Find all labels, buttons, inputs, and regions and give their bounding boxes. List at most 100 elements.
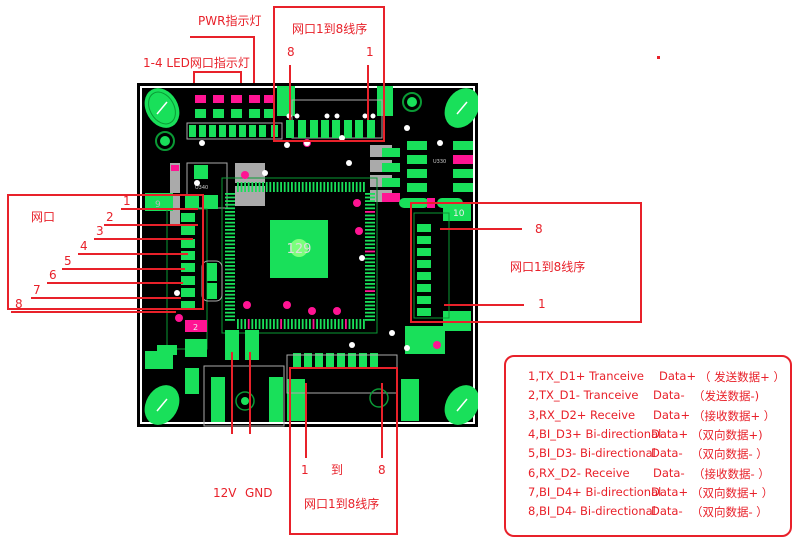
legend-row: 2,TX_D1- Tranceive Data- （发送数据-) [528,388,759,403]
left-port-leader-7 [31,297,181,299]
top-port-box [273,6,385,142]
u330-area: U330 [370,141,473,208]
gnd-label: GND [245,486,273,500]
pwr-led-label: PWR指示灯 [198,14,262,28]
left-port-pin-6: 6 [49,268,57,282]
via [355,227,363,235]
legend-data-polarity: Data+ [651,484,689,499]
right-port-box [410,202,642,323]
legend-data-polarity: Data+ [651,426,689,441]
bottom-port-box [289,367,398,535]
via [404,345,410,351]
gnd-leader [249,352,251,434]
via [262,170,268,176]
bottom-port-pin1: 1 [301,463,309,477]
left-port-leader-2 [104,224,198,226]
left-rj45: 9 [145,193,223,369]
v12-label: 12V [213,486,237,500]
via [241,171,249,179]
mounting-hole-bottom-left [144,385,180,425]
legend-signal: 5,BI_D3- Bi-directional [528,446,656,461]
board-outline [140,86,475,424]
legend-signal: 1,TX_D1+ Tranceive [528,369,644,383]
via [333,307,341,315]
legend-data-polarity: Data- [653,388,685,403]
left-port-pin-1: 1 [123,194,131,208]
svg-text:10: 10 [453,209,465,219]
left-port-pin-8: 8 [15,297,23,311]
left-port-pin-2: 2 [106,210,114,224]
top-port-pin8: 8 [287,45,295,59]
left-port-pin-7: 7 [33,283,41,297]
legend-signal: 3,RX_D2+ Receive [528,407,636,422]
left-port-leader-6 [47,282,183,284]
via [283,301,291,309]
bottom-port-pin8: 8 [378,463,386,477]
bottom-port-to: 到 [331,463,344,477]
legend-description: （双向数据- ） [691,505,768,520]
lan-led-bracket-h [193,71,242,73]
top-port-title: 网口1到8线序 [292,22,368,36]
via [308,307,316,315]
mounting-hole-bottom-right [444,385,478,425]
legend-description: （双向数据- ） [691,447,768,462]
right-port-pin8: 8 [535,222,543,236]
legend-description: （发送数据-) [693,389,760,404]
via [243,301,251,309]
legend-description: （接收数据+ ） [693,408,776,423]
via [433,341,441,349]
via [194,180,200,186]
lan-led-label: 1-4 LED网口指示灯 [143,56,250,70]
legend-data-polarity: Data+ [659,369,697,383]
left-port-pin-5: 5 [64,254,72,268]
legend-signal: 2,TX_D1- Tranceive [528,388,639,403]
left-port-leader-8 [11,311,176,313]
pwr-leader-v [253,36,255,83]
left-port-leader-1 [121,208,198,210]
left-port-pin-4: 4 [80,239,88,253]
svg-text:U330: U330 [433,159,446,165]
via [284,142,290,148]
via [349,342,355,348]
top-port-pin1: 1 [366,45,374,59]
legend-description: （双向数据+ ） [691,485,774,500]
left-port-title: 网口 [31,210,56,224]
right-port-title: 网口1到8线序 [510,260,586,274]
legend-data-polarity: Data+ [653,407,691,422]
legend-description: （双向数据+) [691,427,763,442]
via [404,125,410,131]
via [175,314,183,322]
legend-row: 6,RX_D2- Receive Data- （接收数据- ） [528,465,770,481]
bottom-port-title: 网口1到8线序 [304,497,380,511]
stray-mark [657,56,660,59]
left-port-leader-3 [94,238,193,240]
legend-description: （ 发送数据+ ） [699,370,785,384]
legend-description: （接收数据- ） [693,466,770,481]
via [339,135,345,141]
left-port-pin-3: 3 [96,224,104,238]
legend-row: 3,RX_D2+ Receive Data+（接收数据+ ） [528,407,775,423]
via [199,140,205,146]
legend-data-polarity: Data- [651,504,683,519]
legend-data-polarity: Data- [651,446,683,461]
legend-signal: 6,RX_D2- Receive [528,465,630,480]
legend-signal: 7,BI_D4+ Bi-directional [528,484,662,499]
via [346,160,352,166]
right-port-pin1: 1 [538,297,546,311]
legend-signal: 4,BI_D3+ Bi-directional [528,426,662,441]
via [437,140,443,146]
svg-text:U340: U340 [195,185,208,191]
bottom-rj45 [286,326,445,421]
via [353,199,361,207]
via [359,255,365,261]
mounting-hole-top-right [444,88,478,128]
legend-data-polarity: Data- [653,465,685,480]
via [174,290,180,296]
main-chip: 129 [221,177,378,334]
led-row [186,95,283,140]
left-port-box [7,194,204,310]
power-connector: 2 [157,320,285,427]
